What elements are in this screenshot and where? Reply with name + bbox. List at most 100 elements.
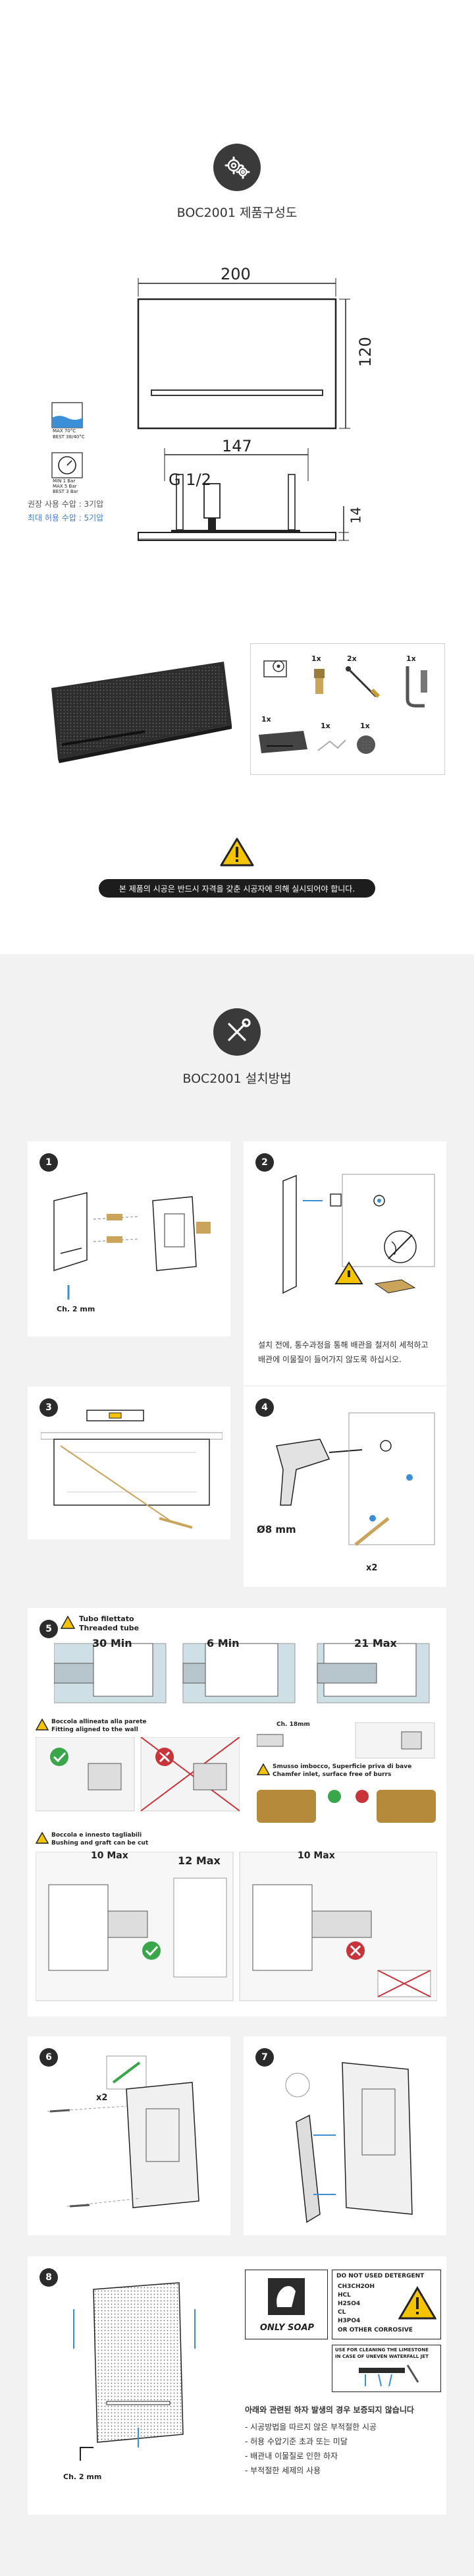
dim-thread: G 1/2 xyxy=(169,471,211,489)
corrosive-label: OR OTHER CORROSIVE xyxy=(338,2327,413,2333)
part-qty-5: 1x xyxy=(321,722,330,730)
tube-label-it: Tubo filettato xyxy=(79,1615,134,1623)
step-5-card: 5 Tubo filettato Threaded tube 30 Min 6 … xyxy=(28,1608,446,2017)
wall-bracket-icon xyxy=(406,666,427,708)
step-3-illustration xyxy=(41,1410,223,1529)
warranty-item-4: - 부적절한 세제의 사용 xyxy=(245,2466,321,2475)
gears-icon xyxy=(224,156,250,179)
step-2-note-line1: 설치 전에, 통수과정을 통해 배관을 철저히 세척하고 xyxy=(258,1340,429,1350)
part-qty-2: 2x xyxy=(347,654,357,663)
tube-label-en: Threaded tube xyxy=(79,1624,140,1632)
step-4-drill-size: Ø8 mm xyxy=(257,1524,296,1535)
align-warning-icon xyxy=(36,1719,49,1731)
step-4-illustration xyxy=(276,1412,435,1546)
wrench-screwdriver-icon xyxy=(228,1018,251,1041)
bushing-label-en: Bushing and graft can be cut xyxy=(51,1840,149,1846)
side-view-drawing xyxy=(138,448,349,541)
no-detergent-box: DO NOT USED DETERGENT CH3CH2OH HCL H2SO4… xyxy=(332,2270,441,2339)
no-detergent-label: DO NOT USED DETERGENT xyxy=(336,2273,425,2279)
water-temperature-icon xyxy=(51,402,83,428)
hand-cleaning-icon xyxy=(268,2278,305,2315)
section-title-components: BOC2001 제품구성도 xyxy=(176,206,298,220)
limestone-line2: IN CASE OF UNEVEN WATERFALL JET xyxy=(335,2354,429,2359)
dim-6-min: 6 Min xyxy=(207,1637,240,1649)
step-2-note-line2: 배관에 이물질이 들어가지 않도록 하십시오. xyxy=(258,1355,402,1364)
warning-triangle-icon xyxy=(220,838,254,867)
template-icon xyxy=(317,739,346,751)
chemical-2: HCL xyxy=(338,2292,351,2299)
step-6-qty: x2 xyxy=(96,2093,108,2103)
align-label-en: Fitting aligned to the wall xyxy=(51,1727,138,1733)
parts-kit-box: 1x 2x 1x 1x 1x 1x xyxy=(250,643,445,775)
dim-12-max: 12 Max xyxy=(178,1854,221,1867)
front-view-drawing xyxy=(137,278,350,430)
step-4-number: 4 xyxy=(255,1398,274,1417)
chemical-5: H3PO4 xyxy=(338,2318,361,2324)
dim-10-max-b: 10 Max xyxy=(298,1850,335,1861)
dim-pitch: 147 xyxy=(222,437,252,455)
limestone-line1: USE FOR CLEANING THE LIMESTONE xyxy=(335,2347,429,2353)
toilet-paper-icon xyxy=(263,660,287,677)
step-1-tool-label: Ch. 2 mm xyxy=(57,1305,95,1313)
step-7-card: 7 xyxy=(244,2036,446,2235)
align-label-it: Boccola allineata alla parete xyxy=(51,1719,147,1725)
dim-height: 120 xyxy=(356,337,375,367)
filter-disc-icon xyxy=(357,735,375,754)
step-3-number: 3 xyxy=(40,1398,58,1417)
warranty-item-1: - 시공방법을 따르지 않은 부적절한 시공 xyxy=(245,2422,377,2432)
dim-21-max: 21 Max xyxy=(354,1637,397,1649)
tools-badge xyxy=(213,1008,261,1056)
smooth-label-en: Chamfer inlet, surface free of burrs xyxy=(273,1771,392,1778)
warranty-title: 아래와 관련된 하자 발생의 경우 보증되지 않습니다 xyxy=(245,2405,414,2415)
tube-length-diagrams xyxy=(54,1643,430,1703)
allen-key-icon xyxy=(67,1285,70,1300)
dim-width: 200 xyxy=(221,265,251,283)
smooth-label-it: Smusso imbocco, Superficie priva di bave xyxy=(273,1763,412,1770)
dim-10-max-a: 10 Max xyxy=(91,1850,128,1861)
step-7-number: 7 xyxy=(255,2048,274,2067)
step-6-illustration xyxy=(47,2055,199,2208)
step-5-number: 5 xyxy=(40,1620,58,1638)
pressure-badge: MIN 1 Bar MAX 5 Bar BEST 3 Bar xyxy=(51,452,83,496)
part-qty-6: 1x xyxy=(360,722,370,730)
step-1-number: 1 xyxy=(40,1153,58,1172)
step-2-card: 2 설치 전에, 통수과정을 통해 배관을 철저히 세척하고 배관에 이물질이 … xyxy=(244,1141,446,1385)
bushing-warning-icon xyxy=(36,1832,49,1844)
step-2-illustration xyxy=(282,1174,435,1294)
step-6-card: 6 x2 xyxy=(28,2036,230,2235)
fitting-alignment-diagram xyxy=(36,1737,240,1812)
part-qty-1: 1x xyxy=(311,654,321,663)
thread-comparison-diagram xyxy=(257,1790,436,1823)
pressure-gauge-icon xyxy=(51,452,83,478)
bushing-label-it: Boccola e innesto tagliabili xyxy=(51,1832,142,1839)
smooth-warning-icon xyxy=(257,1763,270,1775)
spec-recommended-pressure: 권장 사용 수압 : 3기압 xyxy=(28,500,104,509)
chamfer-label: Ch. 18mm xyxy=(276,1721,310,1728)
chamfer-diagram xyxy=(257,1722,435,1759)
brass-fitting-icon xyxy=(314,669,325,694)
product-3d-image xyxy=(51,662,232,763)
step-7-illustration xyxy=(285,2062,413,2223)
nozzle-cleaning-icon xyxy=(359,2364,419,2387)
step-1-illustration xyxy=(53,1192,211,1272)
screw-and-plug-icon xyxy=(346,666,381,699)
step-6-number: 6 xyxy=(40,2048,58,2067)
step-8-card: 8 Ch. 2 mm ONLY SOAP DO NOT USED DETERGE… xyxy=(28,2256,446,2515)
warranty-item-2: - 허용 수압기준 초과 또는 미달 xyxy=(245,2437,348,2446)
settings-badge xyxy=(213,144,261,191)
warranty-item-3: - 배관내 이물질로 인한 하자 xyxy=(245,2451,338,2461)
section-title-installation: BOC2001 설치방법 xyxy=(182,1072,292,1086)
limestone-box: USE FOR CLEANING THE LIMESTONE IN CASE O… xyxy=(332,2345,441,2392)
step-8-tool-label: Ch. 2 mm xyxy=(63,2473,102,2481)
step-8-number: 8 xyxy=(40,2268,58,2287)
step-3-card: 3 xyxy=(28,1387,230,1539)
step-8-illustration xyxy=(73,2282,196,2461)
cover-plate-icon xyxy=(259,731,307,753)
installer-warning-bar: 본 제품의 시공은 반드시 자격을 갖춘 시공자에 의해 실시되어야 합니다. xyxy=(99,879,375,898)
step-4-card: 4 Ø8 mm x2 xyxy=(244,1387,446,1587)
step-2-number: 2 xyxy=(255,1153,274,1172)
temperature-badge: MAX 70°C BEST 38/40°C xyxy=(51,402,85,440)
step-4-qty: x2 xyxy=(366,1563,378,1573)
chemical-1: CH3CH2OH xyxy=(338,2283,375,2290)
only-soap-label: ONLY SOAP xyxy=(259,2323,315,2333)
